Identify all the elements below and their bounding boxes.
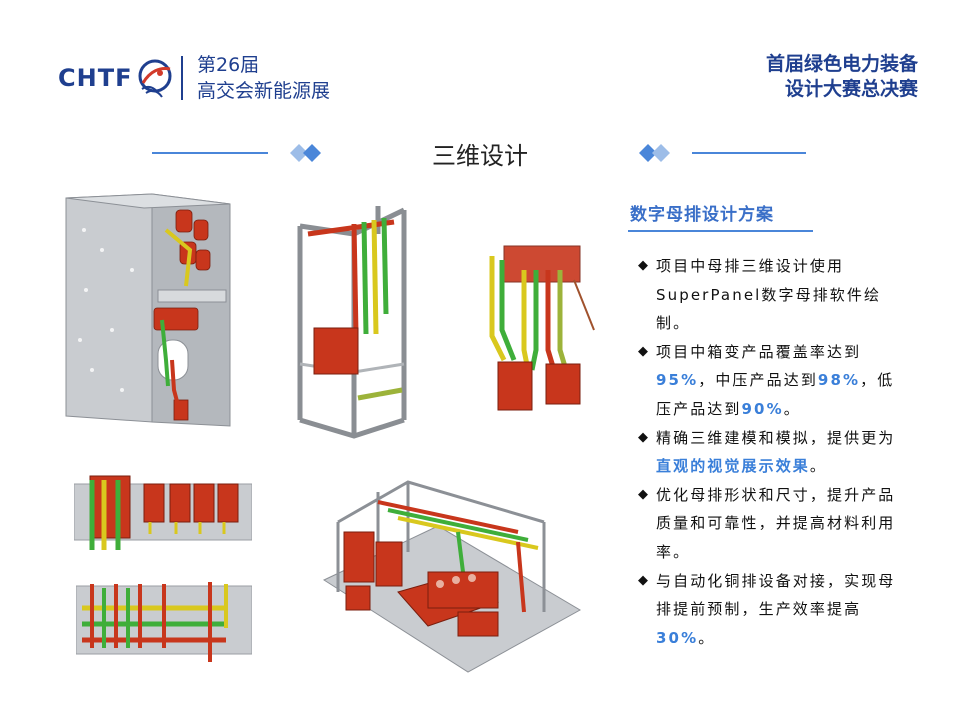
busbar-panel-bottom-image (76, 582, 252, 662)
panel-heading-underline (628, 230, 813, 232)
bullet-diamond-icon: ◆ (638, 486, 651, 502)
contest-title: 首届绿色电力装备 设计大赛总决赛 (766, 52, 918, 102)
chtf-logo: CHTF (58, 54, 176, 102)
highlight-lv-coverage: 90% (741, 399, 784, 418)
busbar-breaker-assembly-image (489, 245, 595, 411)
bullet-list: ◆ 项目中母排三维设计使用SuperPanel数字母排软件绘制。 ◆ 项目中箱变… (638, 252, 908, 652)
bullet-text-part: 。 (809, 457, 828, 476)
bullet-text: 精确三维建模和模拟，提供更为直观的视觉展示效果。 (656, 424, 908, 481)
bullet-diamond-icon: ◆ (638, 343, 651, 359)
bullet-text: 项目中母排三维设计使用SuperPanel数字母排软件绘制。 (656, 257, 882, 333)
bullet-item: ◆ 项目中母排三维设计使用SuperPanel数字母排软件绘制。 (638, 252, 908, 338)
bullet-diamond-icon: ◆ (638, 258, 651, 273)
bullet-text-part: 。 (698, 628, 716, 647)
contest-line-2: 设计大赛总决赛 (784, 78, 918, 100)
bullet-text-part: 与自动化铜排设备对接，实现母排提前预制，生产效率提高 (656, 571, 896, 619)
bullet-text: 项目中箱变产品覆盖率达到 95%，中压产品达到98%，低压产品达到90%。 (656, 338, 908, 424)
busbar-panel-top-image (74, 475, 252, 550)
highlight-box-coverage: 95% (656, 371, 699, 390)
bullet-text-part: ，中压产品达到 (698, 371, 818, 390)
expo-line-2: 高交会新能源展 (197, 80, 331, 102)
header-divider (181, 56, 183, 100)
bullet-item: ◆ 与自动化铜排设备对接，实现母排提前预制，生产效率提高 30%。 (638, 567, 908, 653)
bullet-text-part: 精确三维建模和模拟，提供更为 (656, 428, 896, 447)
diamond-right-icon (639, 144, 670, 162)
bullet-item: ◆ 项目中箱变产品覆盖率达到 95%，中压产品达到98%，低压产品达到90%。 (638, 338, 908, 424)
bullet-text-part: ，低压产品达到 (656, 371, 895, 418)
expo-line-1: 第26届 (197, 54, 260, 76)
expo-title: 第26届 高交会新能源展 (197, 52, 330, 104)
substation-assembly-image (322, 480, 582, 673)
highlight-mv-coverage: 98% (817, 371, 861, 390)
contest-line-1: 首届绿色电力装备 (765, 53, 918, 75)
bullet-item: ◆ 精确三维建模和模拟，提供更为直观的视觉展示效果。 (638, 424, 908, 481)
section-title: 三维设计 (432, 142, 528, 170)
bullet-text: 与自动化铜排设备对接，实现母排提前预制，生产效率提高 30%。 (656, 567, 908, 653)
bullet-item: ◆ 优化母排形状和尺寸，提升产品质量和可靠性，并提高材料利用率。 (638, 481, 908, 567)
bullet-text-part: 。 (783, 399, 801, 418)
bullet-diamond-icon: ◆ (638, 429, 651, 445)
bullet-diamond-icon: ◆ (638, 572, 651, 588)
logo-text: CHTF (58, 64, 133, 92)
chtf-emblem-icon (138, 59, 172, 98)
switchgear-cabinet-image (65, 193, 231, 427)
title-right-line (692, 152, 806, 154)
diamond-left-icon (290, 144, 321, 162)
bullet-text: 优化母排形状和尺寸，提升产品质量和可靠性，并提高材料利用率。 (656, 485, 896, 561)
panel-heading: 数字母排设计方案 (630, 205, 774, 225)
title-left-line (152, 152, 268, 154)
highlight-visual-effect: 直观的视觉展示效果 (656, 457, 810, 476)
highlight-efficiency: 30% (656, 628, 699, 647)
bullet-text-part: 项目中箱变产品覆盖率达到 (656, 342, 862, 361)
busbar-frame-image (297, 206, 407, 439)
